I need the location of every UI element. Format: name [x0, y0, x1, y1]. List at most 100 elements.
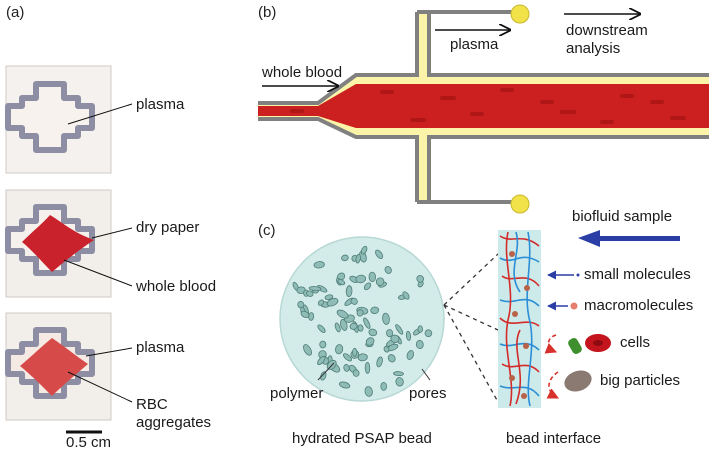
bacterium-icon: [568, 338, 582, 354]
polymer-particle: [340, 318, 348, 331]
polymer-particle: [352, 369, 360, 377]
polymer-particle: [375, 249, 384, 259]
tile2-whole-blood-label: whole blood: [136, 278, 217, 295]
panel-a-tag: (a): [6, 4, 25, 21]
polymer-particle: [319, 340, 327, 349]
big-particles-label: big particles: [600, 372, 681, 389]
rbc-cells: [290, 88, 686, 124]
polymer-particle: [363, 282, 372, 291]
polymer-particle: [317, 299, 325, 306]
paper-tile-rbc-aggregates: [5, 312, 133, 421]
polymer-particle: [416, 275, 424, 283]
outlet-reservoir-top: [510, 4, 530, 24]
plasma-branch-label: plasma: [450, 36, 499, 53]
polymer-particle: [387, 354, 396, 363]
polymer-particle: [417, 325, 424, 333]
polymer-particle: [357, 353, 368, 362]
polymer-particle: [406, 350, 415, 360]
polymer-particle: [320, 371, 327, 381]
polymer-particle: [370, 306, 380, 315]
polymer-particle: [335, 344, 344, 355]
polymer-particle: [395, 377, 404, 387]
polymer-particle: [300, 310, 310, 318]
polymer-particle: [337, 279, 346, 286]
tile1-plasma-label: plasma: [136, 96, 185, 113]
polymer-particle: [342, 353, 353, 362]
paper-tile-whole-blood: [5, 189, 133, 298]
tile3-plasma-label: plasma: [136, 339, 185, 356]
cells-label: cells: [620, 334, 651, 351]
pores-label: pores: [409, 385, 447, 402]
bead-caption: hydrated PSAP bead: [292, 430, 432, 447]
polymer-particle: [343, 364, 350, 372]
polymer-particle: [368, 328, 378, 337]
small-molecules-label: small molecules: [584, 266, 691, 283]
polymer-particle: [334, 322, 341, 333]
interface-caption: bead interface: [506, 430, 602, 447]
sample-flow-arrow: [578, 230, 680, 247]
polymer-particle: [384, 266, 392, 274]
big-particles-rebound-arrow: [546, 371, 560, 399]
polymer-particle: [308, 286, 322, 292]
scale-bar-label: 0.5 cm: [66, 434, 112, 451]
big-particle-icon: [564, 370, 592, 392]
polymer-particle: [336, 309, 349, 319]
polymer-particle: [317, 324, 326, 333]
panel-b-tag: (b): [258, 4, 277, 21]
polymer-particles: [292, 245, 433, 397]
panel-c: [279, 230, 680, 408]
tile3-rbc-label: RBC: [136, 396, 168, 413]
polymer-particle: [355, 274, 367, 284]
polymer-particle: [363, 317, 371, 329]
polymer-particle: [350, 297, 358, 305]
polymer-particle: [375, 277, 385, 286]
polymer-particle: [326, 297, 339, 307]
polymer-particle: [356, 309, 364, 317]
polymer-particle: [386, 329, 394, 338]
polymer-particle: [383, 346, 390, 353]
trapped-molecules: [509, 251, 530, 399]
polymer-particle: [395, 324, 404, 335]
polymer-particle: [303, 344, 312, 356]
polymer-network: [499, 231, 540, 407]
polymer-particle: [393, 371, 404, 377]
panel-a: [5, 65, 133, 434]
polymer-particle: [405, 330, 412, 341]
polymer-particle: [382, 312, 390, 325]
polymer-particle: [313, 261, 325, 269]
polymer-particle: [364, 386, 373, 397]
polymer-particle: [341, 254, 349, 262]
biofluid-sample-label: biofluid sample: [572, 208, 673, 225]
polymer-particle: [360, 245, 368, 255]
polymer-particle: [324, 294, 334, 301]
paper-tile-plasma: [5, 65, 133, 174]
polymer-particle: [317, 355, 326, 366]
polymer-particle: [376, 356, 383, 368]
macromolecules-label: macromolecules: [584, 297, 694, 314]
polymer-particle: [352, 347, 358, 357]
polymer-label: polymer: [270, 385, 324, 402]
polymer-particle: [424, 329, 433, 338]
pores-pointer: [421, 368, 431, 381]
rbc-core-flow: [258, 84, 709, 128]
tile2-dry-paper-label: dry paper: [136, 219, 200, 236]
downstream-label: downstream: [566, 22, 648, 39]
outlet-reservoir-bottom: [510, 194, 530, 214]
analysis-label: analysis: [566, 40, 621, 57]
polymer-particle: [355, 253, 361, 264]
polymer-particle: [415, 340, 424, 349]
whole-blood-label: whole blood: [262, 64, 343, 81]
polymer-particle: [308, 312, 315, 321]
polymer-particle: [368, 271, 377, 283]
polymer-particle: [390, 334, 400, 343]
polymer-particle: [380, 382, 388, 391]
tile3-aggregates-label: aggregates: [136, 414, 212, 431]
polymer-particle: [349, 322, 358, 330]
polymer-particle: [306, 290, 314, 297]
polymer-particle: [365, 337, 375, 346]
polymer-particle: [338, 381, 351, 389]
cells-rebound-arrow: [544, 334, 558, 354]
polymer-particle: [402, 291, 410, 300]
polymer-particle: [345, 285, 353, 298]
